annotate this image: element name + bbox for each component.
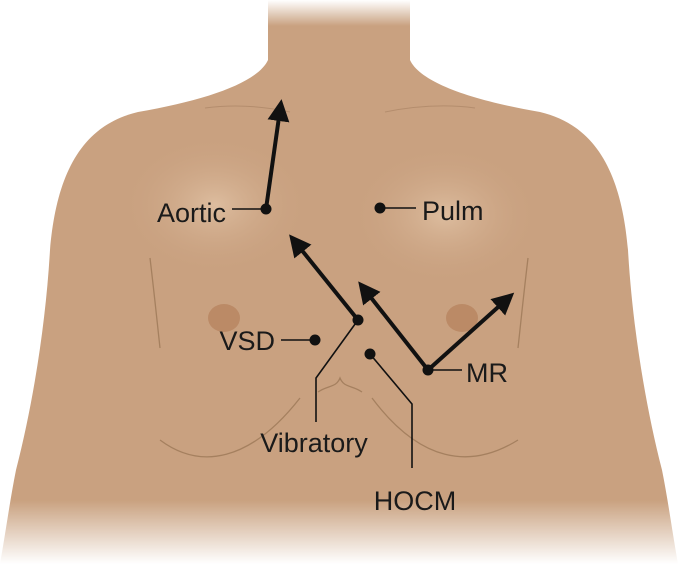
aortic-radiation-arrow [264, 99, 290, 210]
bottom-fade [0, 500, 678, 564]
left-pectoral-highlight [120, 135, 310, 275]
vibratory-radiation-arrow [289, 234, 360, 322]
right-arm-crease [517, 257, 529, 349]
right-pectoral-crease [371, 397, 519, 458]
hocm-label: HOCM [374, 486, 457, 516]
vsd-point [309, 334, 321, 346]
aortic-label: Aortic [157, 198, 226, 228]
top-fade [0, 0, 678, 26]
right-clavicle-line [384, 105, 476, 113]
left-pectoral-crease [159, 397, 301, 458]
vibratory-point [352, 314, 364, 326]
mr-radiation-arrow-axilla [426, 292, 515, 372]
left-nipple [208, 304, 240, 332]
mr-label: MR [466, 358, 508, 388]
right-nipple [446, 304, 478, 332]
mr-point [422, 364, 434, 376]
mr-radiation-arrow-base [358, 281, 430, 372]
hocm-leader-line [369, 353, 413, 468]
xiphoid-crease [317, 376, 363, 393]
pulm-label: Pulm [422, 196, 484, 226]
vibratory-label: Vibratory [260, 428, 368, 458]
vsd-label: VSD [219, 326, 275, 356]
hocm-point [364, 348, 376, 360]
left-arm-crease [149, 257, 161, 349]
vibratory-leader-line [315, 319, 359, 422]
right-pectoral-highlight [350, 145, 540, 285]
aortic-point [260, 203, 272, 215]
pulm-point [374, 202, 386, 214]
